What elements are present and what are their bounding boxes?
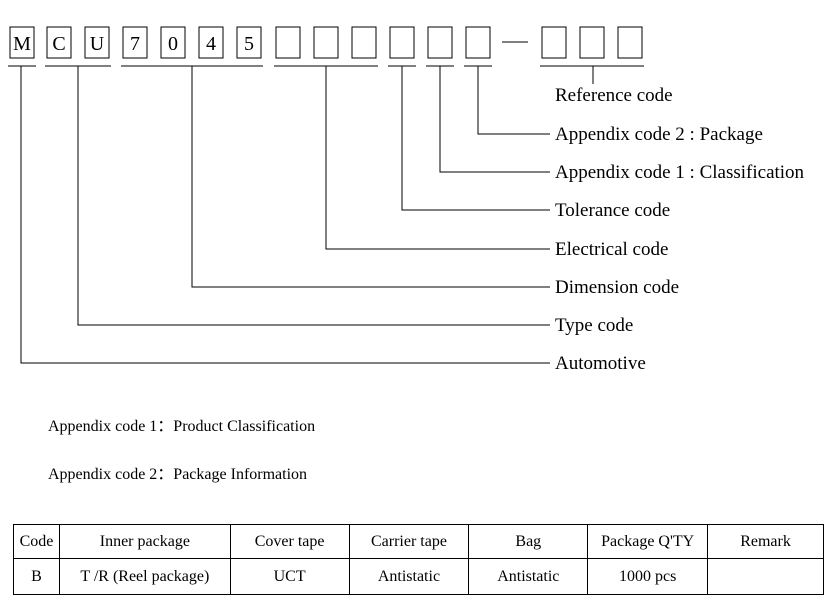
ref-box-3: [617, 26, 643, 59]
reference-code-boxes: [541, 26, 643, 59]
blank-box-4: [389, 26, 415, 59]
blank-box-1: [275, 26, 301, 59]
fixed-char-boxes: M C U 7 0 4 5: [9, 26, 262, 59]
leader-appendix2: [477, 66, 550, 135]
char-box-0: [160, 26, 186, 59]
char-box-7: [122, 26, 148, 59]
blank-box-5: [427, 26, 453, 59]
label-appendix-code-2: Appendix code 2 : Package: [555, 124, 763, 145]
blank-box-3: [351, 26, 377, 59]
char-box-4: [198, 26, 224, 59]
part-number-diagram: M C U 7 0 4 5: [8, 26, 805, 374]
label-tolerance-code: Tolerance code: [555, 200, 670, 221]
leader-lines: [20, 66, 594, 364]
label-electrical-code: Electrical code: [555, 239, 668, 260]
char-box-u: [84, 26, 110, 59]
package-table: Code Inner package Cover tape Carrier ta…: [13, 524, 824, 595]
blank-code-boxes: [275, 26, 491, 59]
char-5: 5: [244, 33, 254, 55]
char-box-m: [9, 26, 35, 59]
ref-box-1: [541, 26, 567, 59]
header-inner-package: Inner package: [58, 524, 231, 559]
header-bag: Bag: [468, 524, 589, 559]
header-code: Code: [13, 524, 60, 559]
header-carrier-tape: Carrier tape: [348, 524, 470, 559]
leader-electrical: [325, 66, 550, 250]
blank-box-2: [313, 26, 339, 59]
blank-box-6: [465, 26, 491, 59]
cell-inner-package: T /R (Reel package): [58, 558, 231, 595]
cell-carrier-tape: Antistatic: [348, 558, 470, 595]
label-automotive: Automotive: [555, 353, 646, 374]
leader-automotive: [20, 66, 550, 364]
label-type-code: Type code: [555, 315, 633, 336]
note-appendix-code-2: Appendix code 2：Package Information: [48, 466, 308, 483]
cell-bag: Antistatic: [468, 558, 589, 595]
cell-cover-tape: UCT: [229, 558, 350, 595]
cell-package-qty: 1000 pcs: [587, 558, 709, 595]
char-0: 0: [168, 33, 178, 55]
ref-box-2: [579, 26, 605, 59]
callout-labels: Reference code Appendix code 2 : Package…: [555, 85, 805, 374]
char-box-c: [46, 26, 72, 59]
table-header-row: Code Inner package Cover tape Carrier ta…: [13, 524, 824, 559]
cell-code: B: [13, 558, 60, 595]
leader-type: [77, 66, 550, 326]
leader-dimension: [191, 66, 550, 288]
char-box-5: [236, 26, 262, 59]
label-dimension-code: Dimension code: [555, 277, 679, 298]
char-c: C: [52, 33, 65, 55]
leader-appendix1: [439, 66, 550, 173]
table-row: B T /R (Reel package) UCT Antistatic Ant…: [13, 558, 824, 595]
header-remark: Remark: [707, 524, 824, 559]
char-m: M: [13, 33, 31, 55]
note-appendix-code-1: Appendix code 1：Product Classification: [48, 418, 316, 435]
leader-tolerance: [401, 66, 550, 211]
char-4: 4: [206, 33, 216, 55]
cell-remark: [707, 558, 824, 595]
header-package-qty: Package Q'TY: [587, 524, 709, 559]
header-cover-tape: Cover tape: [229, 524, 350, 559]
char-u: U: [90, 33, 105, 55]
label-appendix-code-1: Appendix code 1 : Classification: [555, 162, 805, 183]
char-7: 7: [130, 33, 140, 55]
label-reference-code: Reference code: [555, 85, 673, 106]
